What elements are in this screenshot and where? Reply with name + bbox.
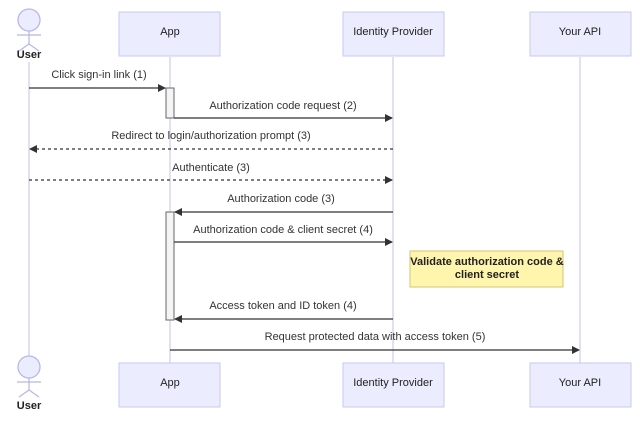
svg-text:Request protected data with ac: Request protected data with access token…	[265, 331, 486, 343]
app-activation-2	[165, 211, 175, 321]
svg-text:Validate authorization code &: Validate authorization code &	[410, 256, 563, 268]
svg-text:Your API: Your API	[559, 26, 601, 38]
app-activation-1	[165, 87, 175, 119]
message-8: Request protected data with access token…	[170, 331, 580, 354]
svg-text:Authorization code (3): Authorization code (3)	[227, 193, 335, 205]
user-actor-bottom: User	[17, 355, 42, 412]
user-actor-top: User	[17, 8, 42, 61]
message-1: Click sign-in link (1)	[29, 69, 166, 92]
api-participant-top: Your API	[529, 11, 632, 57]
message-4: Authenticate (3)	[29, 162, 393, 184]
message-3: Redirect to login/authorization prompt (…	[29, 130, 393, 153]
user-head-icon	[17, 355, 41, 379]
app-participant-bottom: App	[118, 362, 221, 408]
svg-text:Access token and ID token (4): Access token and ID token (4)	[209, 300, 356, 312]
user-label-top: User	[17, 49, 42, 61]
message-2: Authorization code request (2)	[174, 100, 393, 122]
svg-text:Your API: Your API	[559, 377, 601, 389]
validation-note: Validate authorization code & client sec…	[409, 250, 564, 288]
user-head-icon	[17, 8, 41, 32]
api-participant-bottom: Your API	[529, 362, 632, 408]
message-5: Authorization code (3)	[174, 193, 393, 216]
svg-text:Identity Provider: Identity Provider	[353, 377, 433, 389]
svg-text:Identity Provider: Identity Provider	[353, 26, 433, 38]
svg-text:App: App	[160, 26, 180, 38]
user-label-bottom: User	[17, 400, 42, 412]
svg-text:Redirect to login/authorizatio: Redirect to login/authorization prompt (…	[111, 130, 310, 142]
idp-participant-top: Identity Provider	[342, 11, 445, 57]
svg-text:client secret: client secret	[455, 269, 520, 281]
svg-text:Authorization code request (2): Authorization code request (2)	[209, 100, 356, 112]
svg-text:Authenticate (3): Authenticate (3)	[172, 162, 250, 174]
svg-text:Authorization code & client se: Authorization code & client secret (4)	[193, 224, 373, 236]
idp-participant-bottom: Identity Provider	[342, 362, 445, 408]
message-6: Authorization code & client secret (4)	[174, 224, 393, 246]
svg-text:App: App	[160, 377, 180, 389]
app-participant-top: App	[118, 11, 221, 57]
message-7: Access token and ID token (4)	[174, 300, 393, 323]
svg-text:Click sign-in link (1): Click sign-in link (1)	[51, 69, 146, 81]
